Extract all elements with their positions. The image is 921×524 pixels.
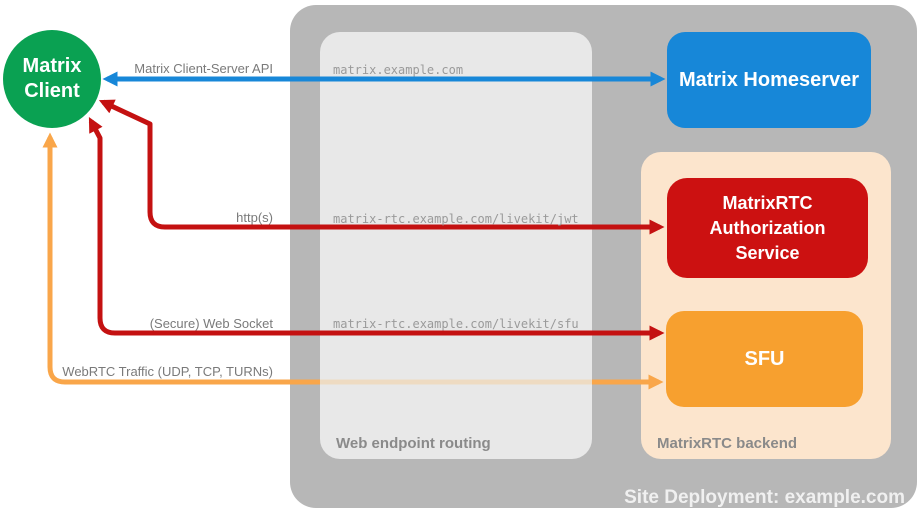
endpoint-url-livekit-jwt: matrix-rtc.example.com/livekit/jwt [333, 212, 579, 226]
endpoint-url-homeserver: matrix.example.com [333, 63, 464, 77]
sfu-node: SFU [666, 311, 863, 407]
web-endpoint-routing-container [320, 32, 592, 459]
webrtc-traffic-arrow [42, 132, 320, 385]
client-server-api-label: Matrix Client-Server API [134, 61, 273, 76]
https-label: http(s) [236, 210, 273, 225]
matrix-client-node: Matrix Client [3, 30, 101, 128]
matrix-homeserver-node: Matrix Homeserver [667, 32, 871, 128]
endpoint-url-livekit-sfu: matrix-rtc.example.com/livekit/sfu [333, 317, 579, 331]
matrixrtc-backend-label: MatrixRTC backend [657, 435, 798, 452]
web-endpoint-routing-label: Web endpoint routing [336, 435, 491, 452]
websocket-label: (Secure) Web Socket [149, 316, 273, 331]
matrixrtc-authorization-service-node: MatrixRTC Authorization Service [667, 178, 868, 278]
site-deployment-label: Site Deployment: example.com [624, 487, 905, 508]
webrtc-traffic-label: WebRTC Traffic (UDP, TCP, TURNs) [62, 364, 273, 379]
